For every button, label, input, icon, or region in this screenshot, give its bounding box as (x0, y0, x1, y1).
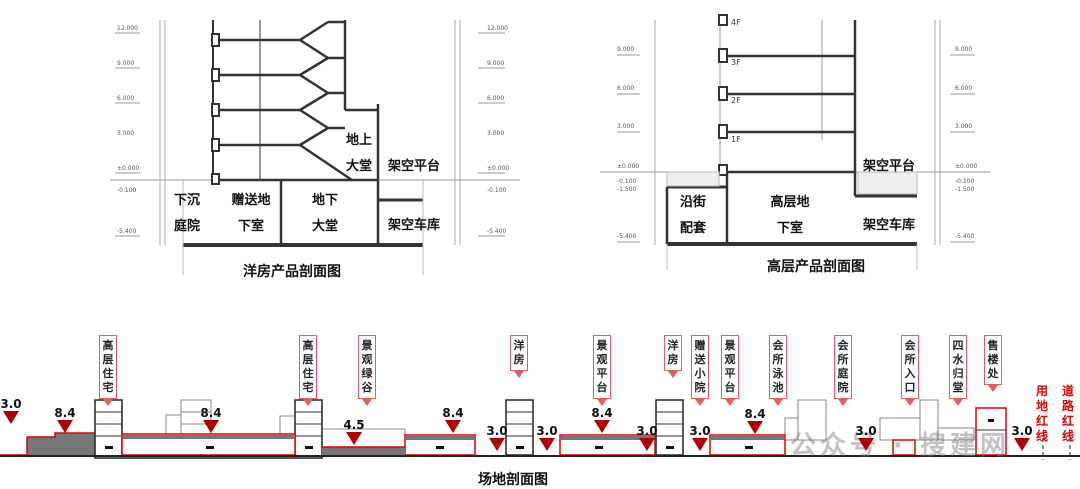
elevation-label: 3.000 (955, 123, 973, 130)
elevation-label: -5.400 (487, 228, 507, 235)
floor-label: 3F (731, 58, 741, 67)
elevation-label: 3.000 (487, 130, 505, 137)
elevation-label: ±0.000 (955, 163, 978, 170)
callout-yangfang: 洋房 (664, 335, 682, 378)
elevation-marker: 3.0 (0, 398, 26, 424)
elevation-label: 9.000 (117, 60, 135, 67)
floor-label: 4F (731, 18, 741, 27)
elevation-marker: 3.0 (532, 425, 562, 451)
elevation-marker: 8.4 (438, 407, 468, 433)
elevation-label: 9.000 (617, 46, 635, 53)
elevation-label: -1.500 (617, 186, 637, 193)
elevation-label: 9.000 (955, 46, 973, 53)
elevation-label: 6.000 (117, 95, 135, 102)
elevation-label: 6.000 (487, 95, 505, 102)
road-boundary-label: 道路红线 (1062, 384, 1075, 443)
callout-landscape-platform: 景观平台 (721, 335, 739, 406)
room-label-stilt-garage: 架空车库 (387, 218, 440, 233)
highrise-section-title: 高层产品剖面图 (767, 259, 865, 275)
room-label-lobby-below: 地下大堂 (311, 193, 338, 234)
elevation-label: ±0.000 (617, 163, 640, 170)
room-label-highrise-basement: 高层地下室 (770, 195, 810, 236)
site-section-linework (0, 399, 1080, 460)
yangfang-linework (110, 20, 520, 275)
elevation-label: ±0.000 (117, 165, 140, 172)
callout-highrise: 高层住宅 (99, 335, 117, 406)
highrise-linework (600, 14, 990, 270)
room-label-stilt-garage: 架空车库 (862, 218, 915, 233)
watermark: 公众号 · 搜建网 (790, 431, 1010, 461)
callout-gift-yard: 赠送小院 (691, 335, 709, 406)
callout-club-pool: 会所泳池 (769, 335, 787, 406)
elevation-label: ±0.000 (487, 165, 510, 172)
room-label-lobby-above: 地上大堂 (345, 133, 372, 174)
elevation-label: -0.100 (117, 187, 137, 194)
elevation-label: 3.000 (117, 130, 135, 137)
elevation-label: -0.100 (955, 178, 975, 185)
elevation-marker: 8.4 (587, 407, 617, 433)
elevation-label: -0.100 (487, 187, 507, 194)
callout-yangfang: 洋房 (510, 335, 528, 378)
site-boundary-label: 用地红线 (1036, 384, 1049, 443)
elevation-marker: 8.4 (50, 407, 80, 433)
elevation-label: -1.500 (955, 186, 975, 193)
callout-club-courtyard: 会所庭院 (834, 335, 852, 406)
elevation-marker: 3.0 (1007, 425, 1037, 451)
elevation-label: 12.000 (117, 25, 138, 32)
elevation-marker: 3.0 (632, 425, 662, 451)
site-section-title: 场地剖面图 (478, 472, 548, 488)
elevation-marker: 8.4 (740, 408, 770, 434)
callout-landscape-valley: 景观绿谷 (358, 335, 376, 406)
callout-highrise: 高层住宅 (299, 335, 317, 406)
elevation-marker: 4.5 (339, 419, 369, 445)
elevation-label: 12.000 (487, 25, 508, 32)
floor-label: 1F (731, 135, 741, 144)
callout-landscape-platform: 景观平台 (593, 335, 611, 406)
elevation-marker: 3.0 (482, 425, 512, 451)
floor-label: 2F (731, 96, 741, 105)
elevation-marker: 8.4 (196, 407, 226, 433)
callout-courtyard: 四水归堂 (949, 335, 967, 406)
yangfang-section-title: 洋房产品剖面图 (243, 264, 341, 280)
callout-club-entrance: 会所入口 (901, 335, 919, 406)
elevation-label: -5.400 (955, 233, 975, 240)
elevation-label: 6.000 (617, 85, 635, 92)
callout-sales-office: 售楼处 (984, 335, 1002, 392)
elevation-marker: 3.0 (851, 425, 881, 451)
elevation-label: 3.000 (617, 123, 635, 130)
elevation-label: 6.000 (955, 85, 973, 92)
room-label-stilt-platform: 架空平台 (387, 159, 440, 174)
elevation-label: 9.000 (487, 60, 505, 67)
elevation-label: -0.100 (617, 178, 637, 185)
room-label-street-retail: 沿街配套 (679, 195, 706, 236)
room-label-stilt-platform: 架空平台 (862, 159, 915, 174)
elevation-label: -5.400 (617, 233, 637, 240)
room-label-sunken-courtyard: 下沉庭院 (173, 193, 200, 234)
room-label-gift-basement: 赠送地下室 (231, 193, 271, 234)
elevation-marker: 3.0 (685, 425, 715, 451)
elevation-label: -5.400 (117, 228, 137, 235)
